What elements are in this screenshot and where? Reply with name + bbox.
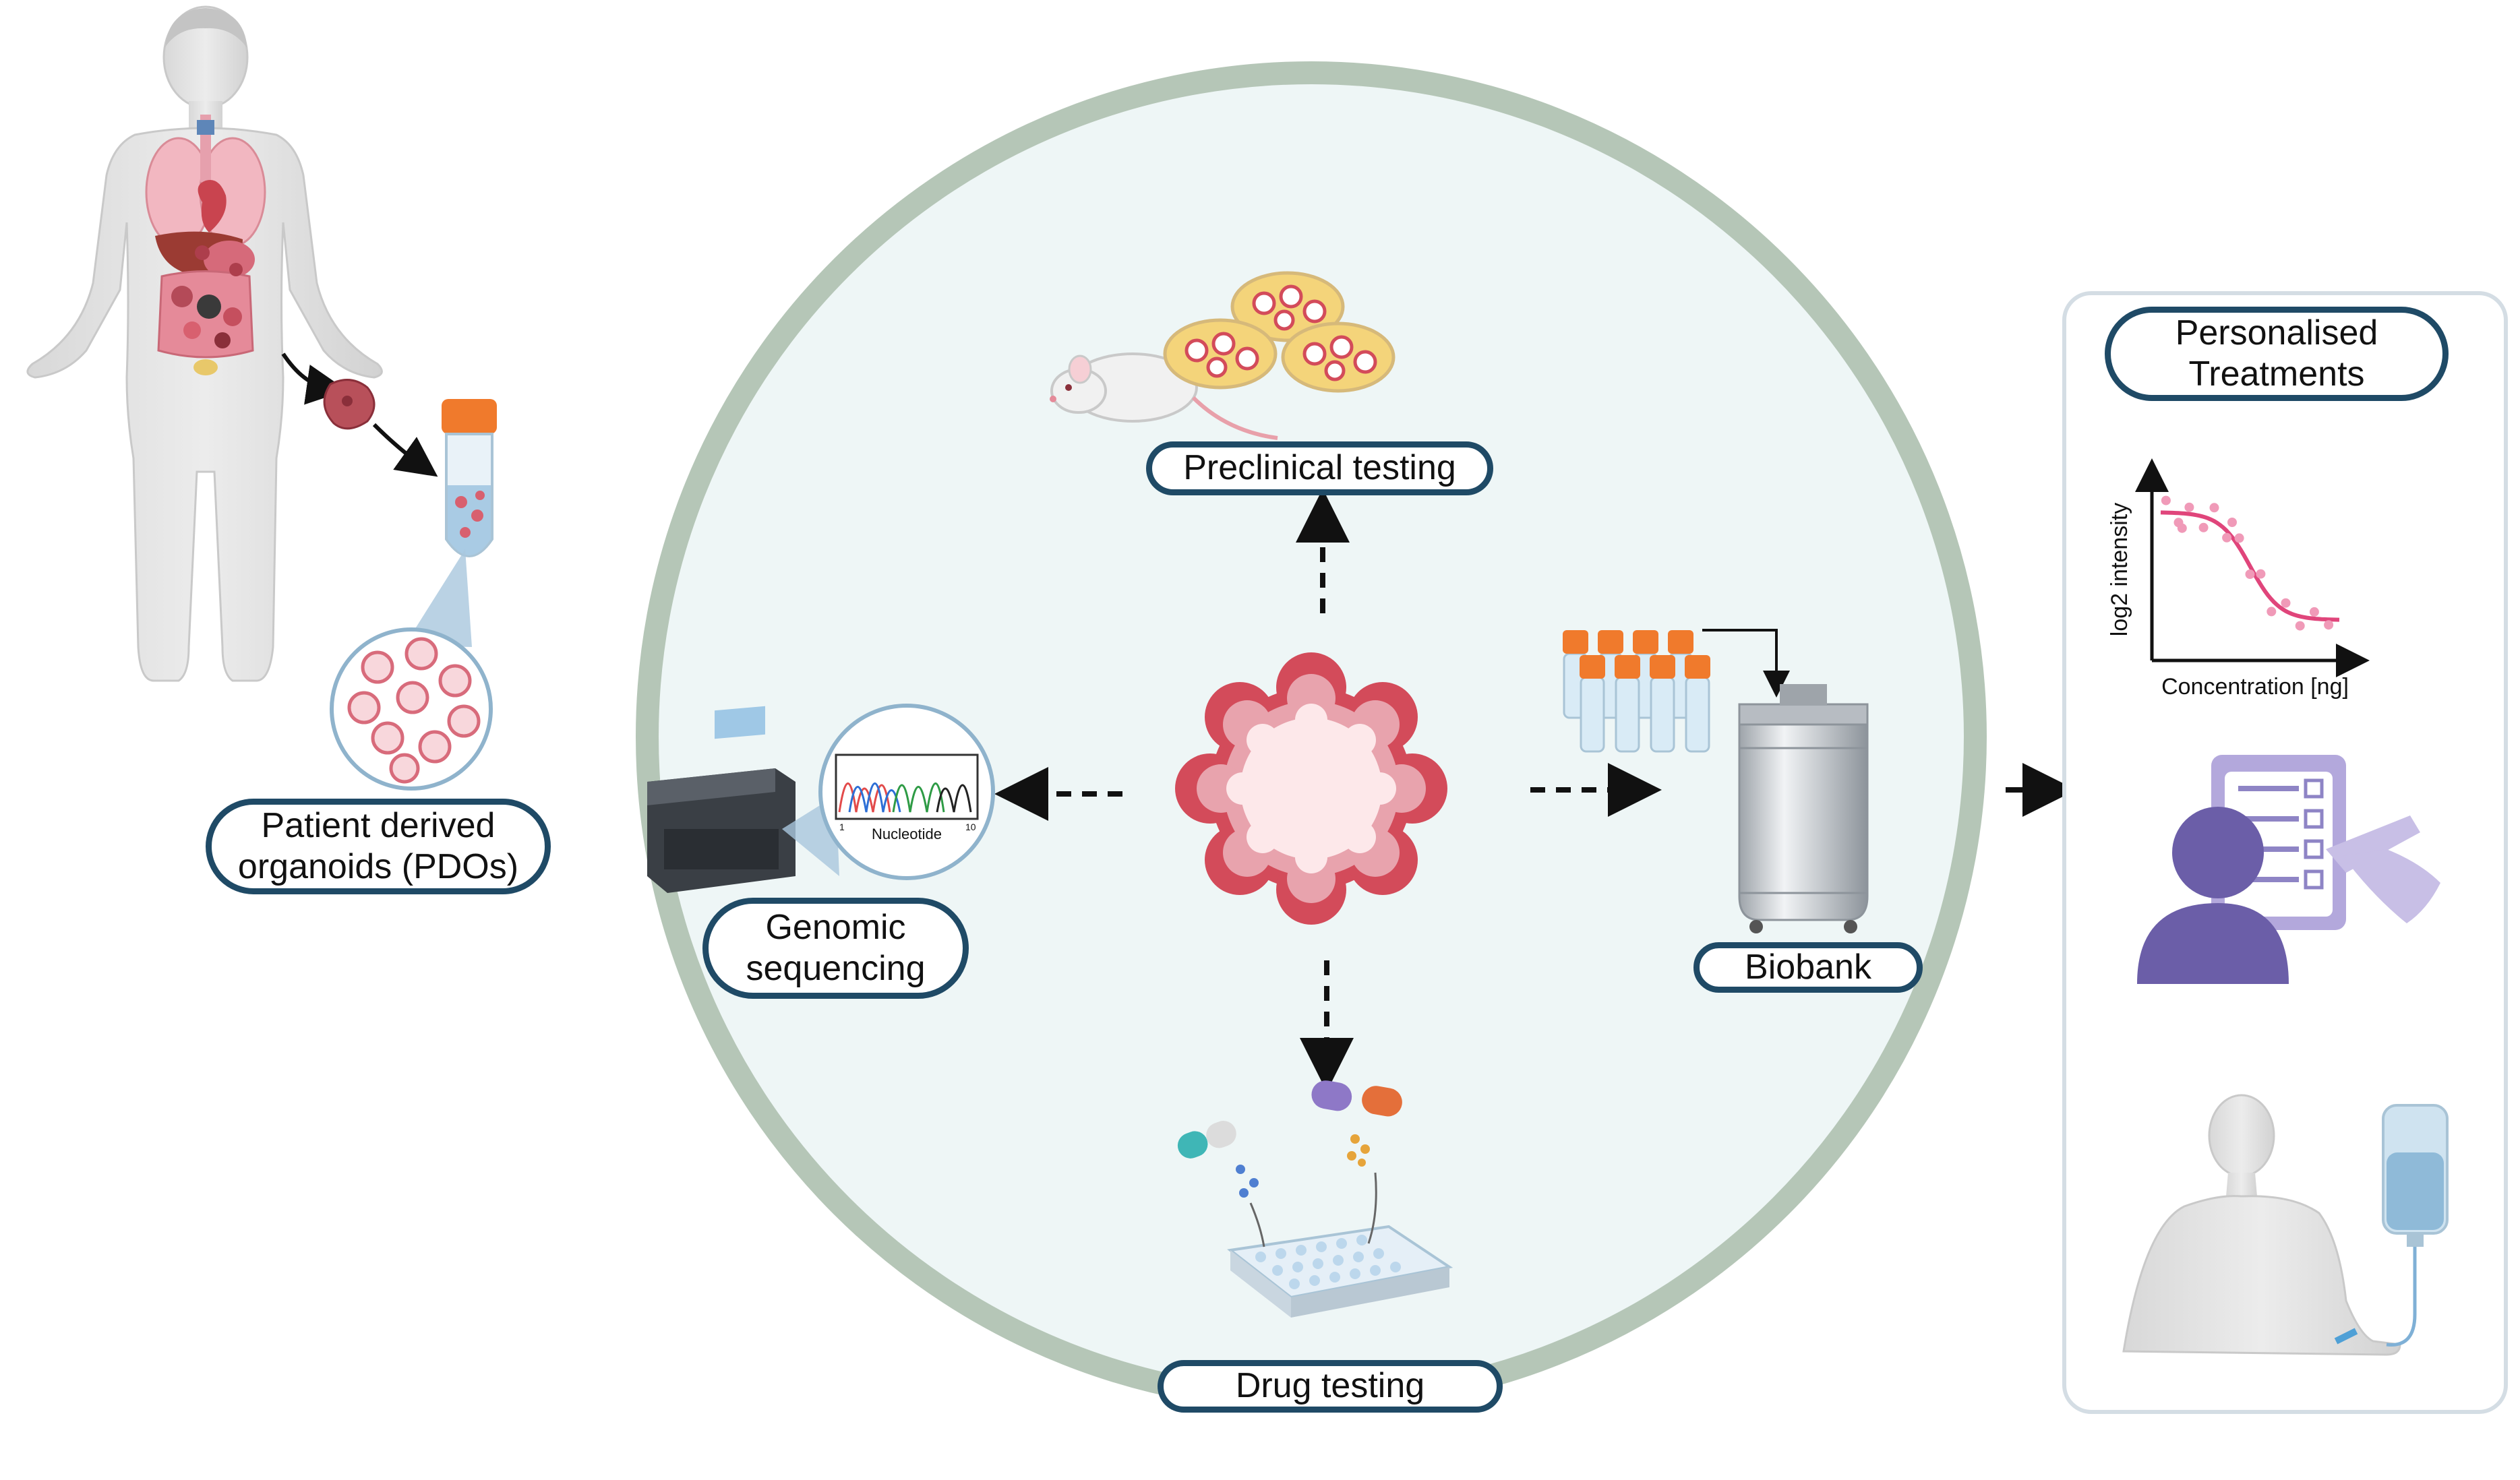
- cryo-tank-icon: [1738, 684, 1869, 933]
- tumor-icon: [323, 379, 376, 430]
- chart-xlabel: Concentration [ng]: [2161, 674, 2349, 700]
- pdo-label-line2: organoids (PDOs): [237, 847, 519, 886]
- well-plate-icon: [1227, 1172, 1453, 1318]
- central-organoid-icon: [1175, 652, 1447, 925]
- pdo-label-line1: Patient derived: [261, 805, 496, 845]
- dose-point: [2184, 502, 2194, 512]
- chromatogram-xlabel: Nucleotide: [872, 826, 942, 842]
- drug-testing-label: Drug testing: [1158, 1360, 1503, 1413]
- tumor-to-tube-arrow: [372, 423, 438, 477]
- capsules-icon: [1177, 1080, 1402, 1198]
- zoom-cone: [404, 549, 472, 647]
- genomic-label-line2: sequencing: [746, 949, 926, 988]
- dose-point: [2245, 569, 2255, 579]
- dose-point: [2324, 620, 2334, 630]
- body-to-tumor-arrow: [281, 352, 347, 405]
- dose-point: [2234, 533, 2244, 543]
- dose-point: [2161, 495, 2171, 505]
- genomic-label-line1: Genomic: [765, 907, 906, 947]
- dose-point: [2267, 607, 2277, 617]
- dose-point: [2281, 598, 2291, 608]
- patient-iv-icon: [2122, 1094, 2449, 1356]
- dose-point: [2309, 607, 2319, 617]
- dose-response-curve: [2160, 510, 2340, 622]
- sequencer-machine-icon: [647, 706, 796, 893]
- dose-point: [2209, 503, 2219, 513]
- biobank-label: Biobank: [1693, 942, 1923, 993]
- personalised-label-line1: Personalised: [2175, 313, 2378, 352]
- human-body-icon: [26, 5, 383, 682]
- dose-point: [2222, 532, 2232, 543]
- chromatogram-zoom-circle: Nucleotide 1 10: [818, 704, 995, 880]
- dose-point: [2295, 621, 2305, 631]
- preclinical-label: Preclinical testing: [1146, 441, 1493, 495]
- falcon-tube-icon: [442, 399, 497, 557]
- pdo-label: Patient derived organoids (PDOs): [206, 799, 551, 894]
- personalised-label-line2: Treatments: [2188, 354, 2365, 394]
- mouse-icon: [1050, 352, 1278, 440]
- vials-rack-icon: [1563, 630, 1710, 753]
- dose-response-chart: log2 intensity Concentration [ng]: [2107, 458, 2370, 700]
- petri-dishes-icon: [1163, 271, 1396, 393]
- vials-to-tank-arrow: [1702, 629, 1790, 698]
- dose-point: [2256, 569, 2266, 579]
- organoid-zoom-circle: [330, 627, 493, 791]
- chromatogram-tick-start: 1: [839, 822, 845, 832]
- genomic-label: Genomic sequencing: [702, 898, 969, 999]
- personalised-treatments-label: Personalised Treatments: [2105, 307, 2449, 401]
- chromatogram-tick-end: 10: [965, 822, 976, 832]
- dose-point: [2177, 523, 2187, 533]
- patient-checklist-icon: [2137, 755, 2440, 984]
- dose-point: [2227, 518, 2237, 527]
- chart-ylabel: log2 intensity: [2107, 503, 2132, 636]
- dose-point: [2198, 522, 2209, 532]
